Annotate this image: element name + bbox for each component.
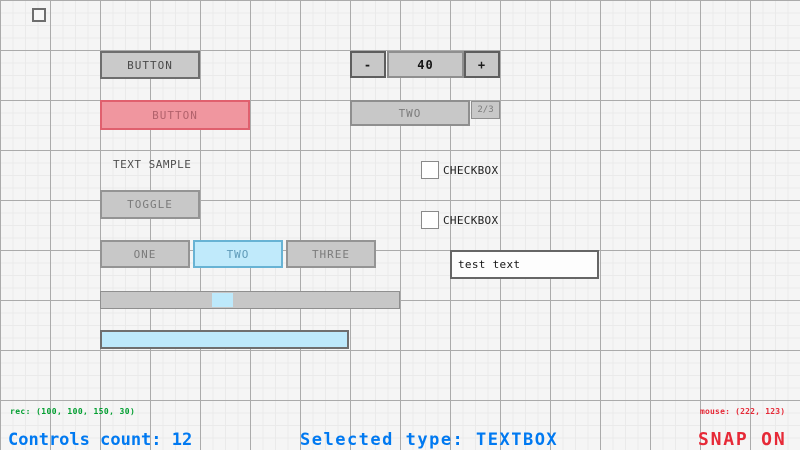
mouse-position-label: mouse: (222, 123) (700, 407, 786, 416)
checkbox-1-label: CHECKBOX (443, 164, 499, 177)
progress-bar[interactable] (100, 330, 349, 349)
slider-handle[interactable] (212, 293, 233, 307)
marker-box[interactable] (32, 8, 46, 22)
slider-bar[interactable] (100, 291, 400, 309)
toggle-group-item-one[interactable]: ONE (100, 240, 190, 268)
button-normal[interactable]: BUTTON (100, 51, 200, 79)
minus-icon: - (363, 57, 373, 72)
button-focused[interactable]: BUTTON (100, 100, 250, 130)
plus-icon: + (477, 57, 487, 72)
button-normal-label: BUTTON (127, 58, 173, 72)
combo-box[interactable]: TWO (350, 100, 470, 126)
rec-info-label: rec: (100, 100, 150, 30) (10, 407, 136, 416)
toggle-group-item-one-label: ONE (133, 247, 157, 261)
controls-count-label: Controls count: 12 (8, 430, 193, 450)
spinner-minus-button[interactable]: - (350, 51, 386, 78)
checkbox-2-label: CHECKBOX (443, 214, 499, 227)
toggle-group-item-two[interactable]: TWO (193, 240, 283, 268)
text-sample-label: TEXT SAMPLE (113, 158, 192, 171)
spinner-value: 40 (417, 57, 434, 72)
combo-box-page-indicator[interactable]: 2/3 (471, 101, 500, 119)
toggle-group-item-three-label: THREE (311, 247, 351, 261)
toggle-group-item-three[interactable]: THREE (286, 240, 376, 268)
toggle-button[interactable]: TOGGLE (100, 190, 200, 219)
checkbox-2[interactable] (421, 211, 439, 229)
button-focused-label: BUTTON (152, 108, 198, 122)
spinner-plus-button[interactable]: + (464, 51, 500, 78)
combo-box-page-label: 2/3 (477, 105, 494, 115)
snap-status-label: SNAP ON (698, 429, 787, 450)
checkbox-1[interactable] (421, 161, 439, 179)
selected-type-label: Selected type: TEXTBOX (300, 430, 559, 450)
combo-box-label: TWO (398, 106, 422, 120)
text-input-box[interactable]: test text (450, 250, 599, 279)
toggle-group-item-two-label: TWO (226, 247, 250, 261)
toggle-button-label: TOGGLE (127, 198, 173, 211)
spinner-value-box[interactable]: 40 (387, 51, 464, 78)
text-input-value: test text (458, 258, 521, 271)
